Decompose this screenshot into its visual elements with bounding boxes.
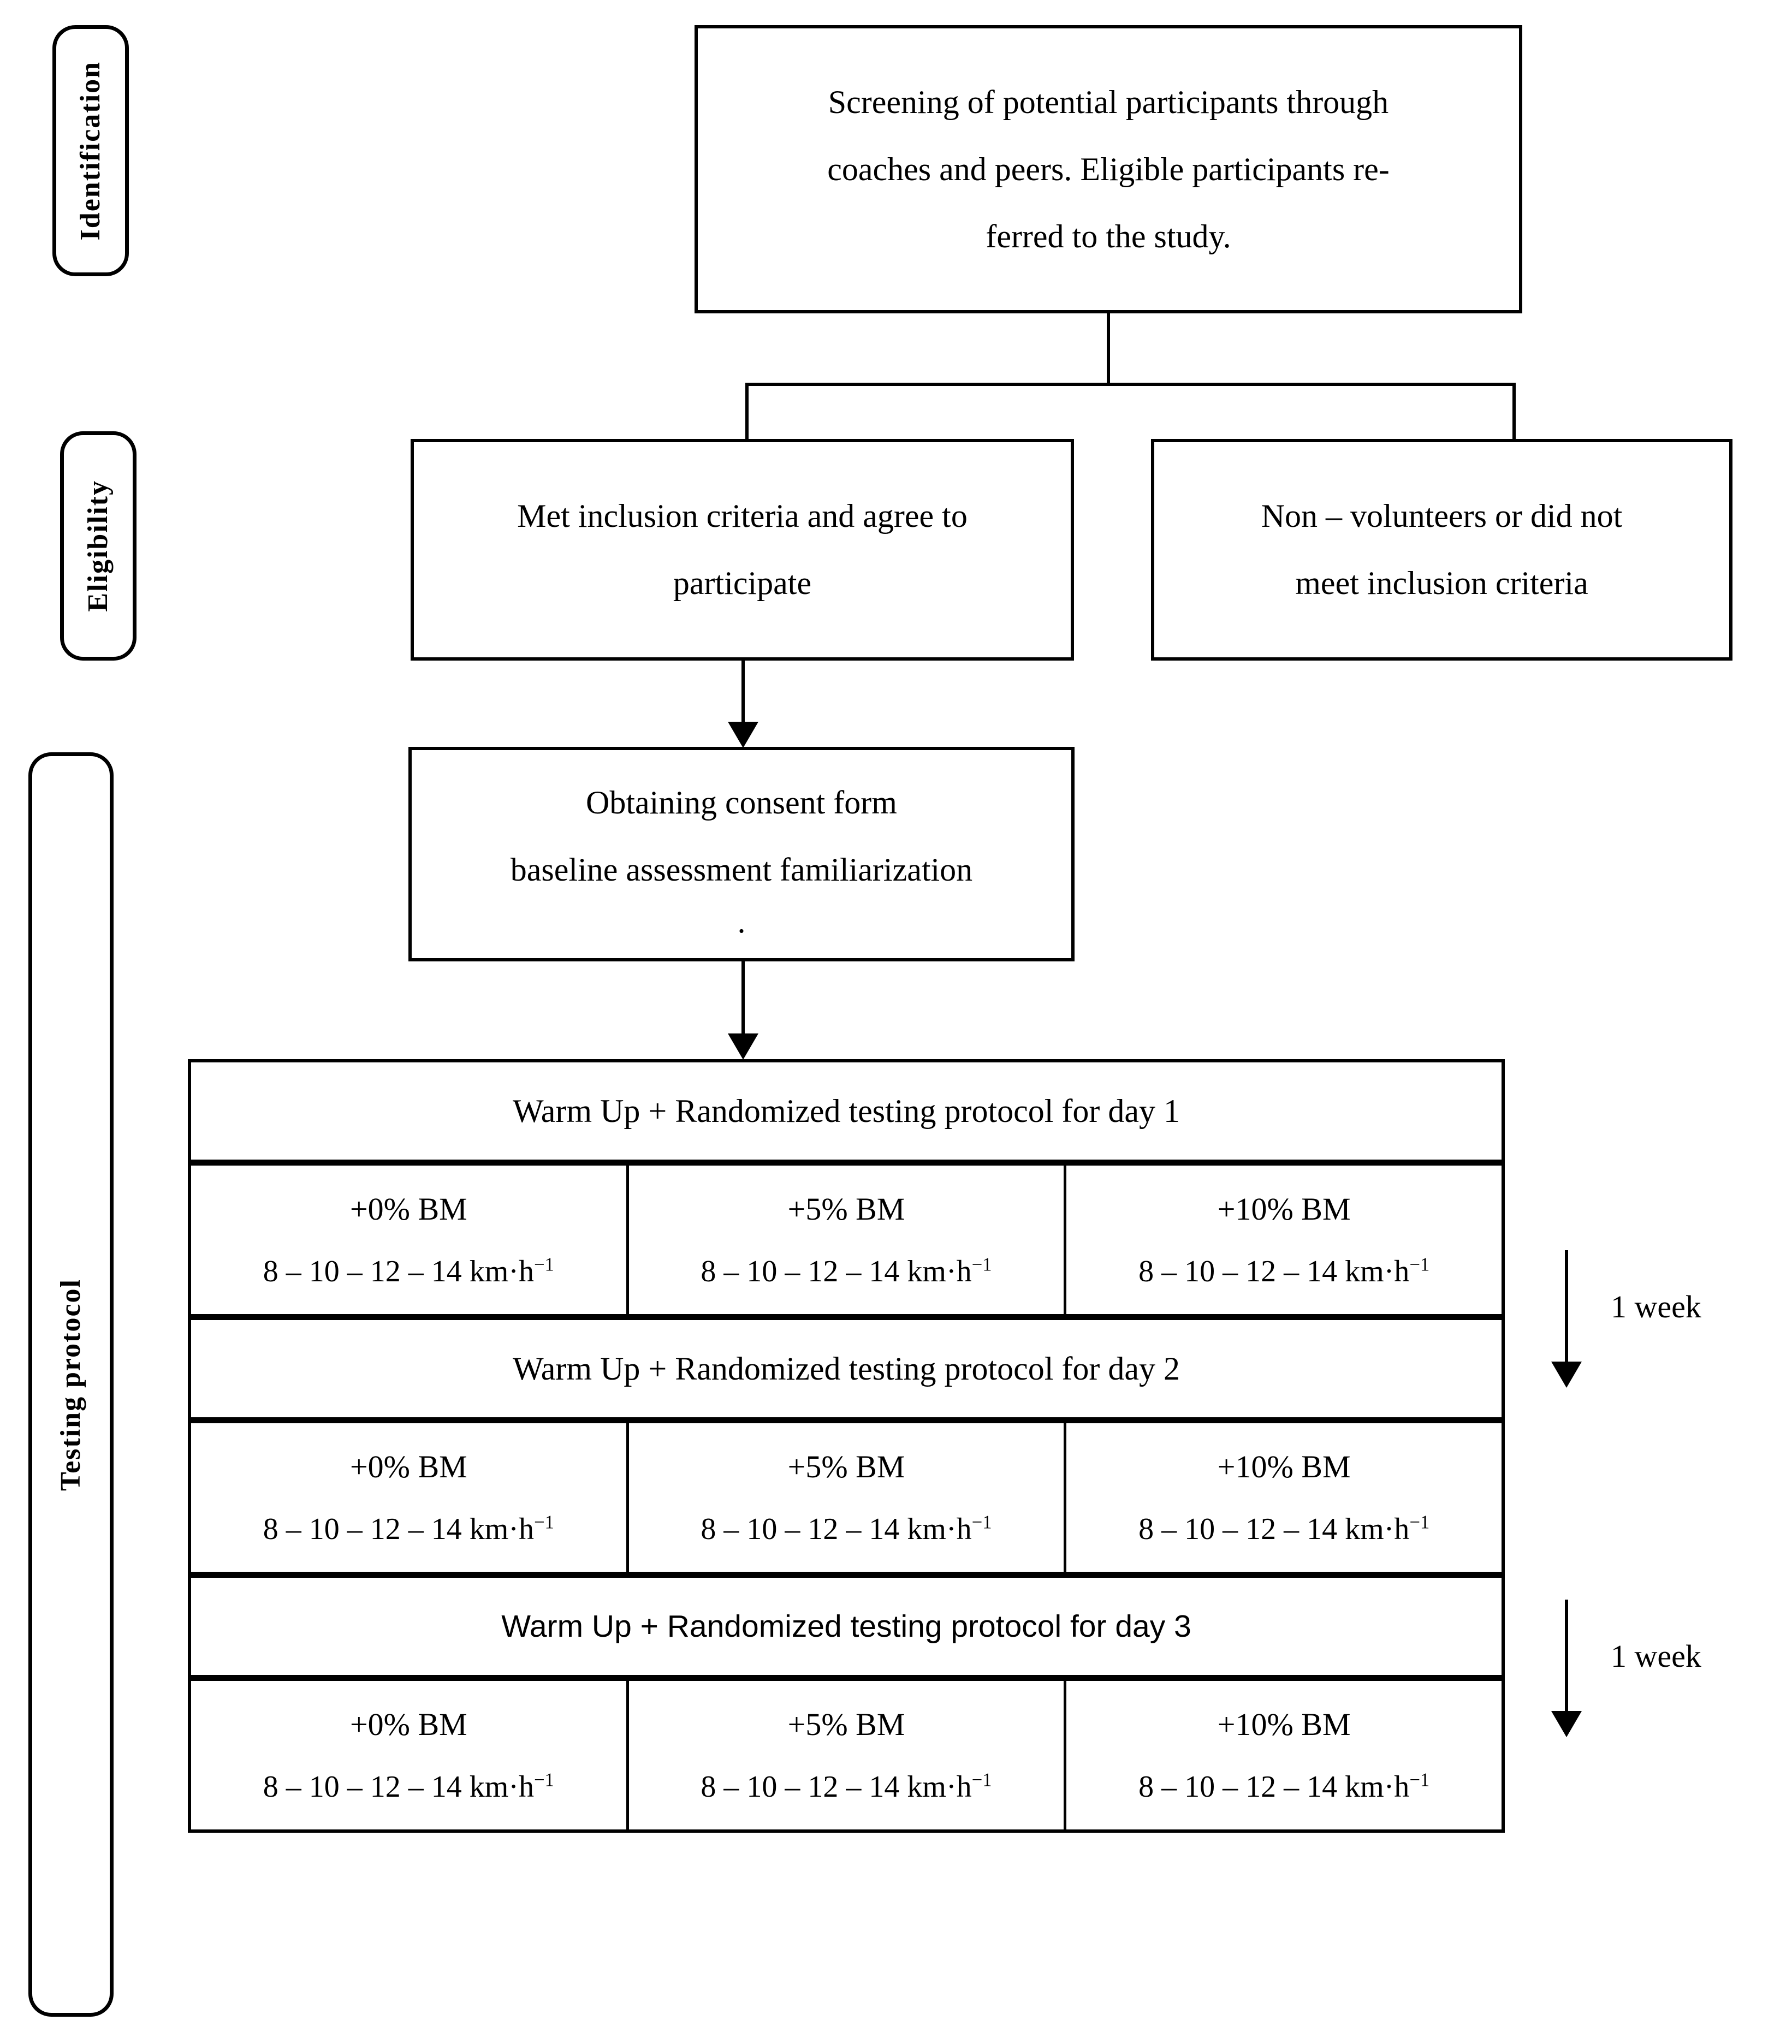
speed-label: 8 – 10 – 12 – 14 km·h−1 — [701, 1511, 992, 1546]
consent-box: Obtaining consent form baseline assessme… — [408, 747, 1075, 961]
week-arrow-shaft-2 — [1565, 1600, 1568, 1714]
consent-line-3: . — [737, 903, 746, 940]
stage-label-eligibility-text: Eligibility — [82, 480, 114, 612]
stage-label-identification-text: Identification — [75, 61, 106, 241]
week-label-1: 1 week — [1611, 1289, 1701, 1324]
speed-label: 8 – 10 – 12 – 14 km·h−1 — [701, 1253, 992, 1288]
condition-cell-day1-5bm: +5% BM 8 – 10 – 12 – 14 km·h−1 — [629, 1166, 1067, 1314]
connector-split-left-down — [745, 383, 749, 473]
excluded-box: Non – volunteers or did not meet inclusi… — [1151, 439, 1732, 661]
condition-cell-day2-5bm: +5% BM 8 – 10 – 12 – 14 km·h−1 — [629, 1423, 1067, 1572]
screening-box: Screening of potential participants thro… — [695, 25, 1522, 313]
stage-label-identification: Identification — [52, 25, 129, 276]
speed-label: 8 – 10 – 12 – 14 km·h−1 — [263, 1511, 554, 1546]
condition-row-day-3: +0% BM 8 – 10 – 12 – 14 km·h−1 +5% BM 8 … — [191, 1681, 1502, 1829]
speed-label: 8 – 10 – 12 – 14 km·h−1 — [701, 1769, 992, 1804]
load-label: +10% BM — [1217, 1449, 1351, 1484]
load-label: +0% BM — [349, 1707, 467, 1742]
condition-row-day-1: +0% BM 8 – 10 – 12 – 14 km·h−1 +5% BM 8 … — [191, 1166, 1502, 1320]
connector-split-right-down — [1512, 383, 1516, 473]
connector-screening-down — [1107, 313, 1110, 386]
load-label: +5% BM — [787, 1449, 905, 1484]
screening-line-1: Screening of potential participants thro… — [828, 84, 1389, 120]
day-header-3: Warm Up + Randomized testing protocol fo… — [191, 1578, 1502, 1681]
week-arrow-head-2 — [1551, 1711, 1582, 1737]
load-label: +0% BM — [349, 1449, 467, 1484]
condition-cell-day3-10bm: +10% BM 8 – 10 – 12 – 14 km·h−1 — [1066, 1681, 1502, 1829]
week-arrow-shaft-1 — [1565, 1250, 1568, 1365]
condition-cell-day3-0bm: +0% BM 8 – 10 – 12 – 14 km·h−1 — [191, 1681, 629, 1829]
arrowhead-to-protocol — [728, 1033, 758, 1060]
load-label: +10% BM — [1217, 1191, 1351, 1227]
screening-line-2: coaches and peers. Eligible participants… — [827, 151, 1390, 187]
condition-row-day-2: +0% BM 8 – 10 – 12 – 14 km·h−1 +5% BM 8 … — [191, 1423, 1502, 1578]
load-label: +0% BM — [349, 1191, 467, 1227]
week-label-2: 1 week — [1611, 1638, 1701, 1674]
stage-label-testing-protocol-text: Testing protocol — [55, 1278, 86, 1491]
arrowhead-to-consent — [728, 722, 758, 748]
stage-label-eligibility: Eligibility — [60, 431, 137, 661]
condition-cell-day3-5bm: +5% BM 8 – 10 – 12 – 14 km·h−1 — [629, 1681, 1067, 1829]
load-label: +5% BM — [787, 1707, 905, 1742]
speed-label: 8 – 10 – 12 – 14 km·h−1 — [263, 1769, 554, 1804]
day-header-2: Warm Up + Randomized testing protocol fo… — [191, 1320, 1502, 1423]
load-label: +10% BM — [1217, 1707, 1351, 1742]
day-header-1: Warm Up + Randomized testing protocol fo… — [191, 1062, 1502, 1166]
speed-label: 8 – 10 – 12 – 14 km·h−1 — [1138, 1511, 1430, 1546]
included-line-1: Met inclusion criteria and agree to — [517, 498, 968, 534]
excluded-line-1: Non – volunteers or did not — [1261, 498, 1623, 534]
excluded-line-2: meet inclusion criteria — [1295, 565, 1588, 601]
condition-cell-day2-10bm: +10% BM 8 – 10 – 12 – 14 km·h−1 — [1066, 1423, 1502, 1572]
stage-label-testing-protocol: Testing protocol — [28, 752, 114, 2017]
included-box: Met inclusion criteria and agree to part… — [411, 439, 1074, 661]
included-line-2: participate — [673, 565, 812, 601]
speed-label: 8 – 10 – 12 – 14 km·h−1 — [263, 1253, 554, 1288]
condition-cell-day1-0bm: +0% BM 8 – 10 – 12 – 14 km·h−1 — [191, 1166, 629, 1314]
testing-protocol-table: Warm Up + Randomized testing protocol fo… — [188, 1059, 1505, 1833]
load-label: +5% BM — [787, 1191, 905, 1227]
connector-consent-to-protocol — [741, 961, 745, 1035]
screening-line-3: ferred to the study. — [986, 218, 1231, 254]
condition-cell-day1-10bm: +10% BM 8 – 10 – 12 – 14 km·h−1 — [1066, 1166, 1502, 1314]
connector-included-to-consent — [741, 661, 745, 725]
consent-line-1: Obtaining consent form — [586, 784, 897, 821]
condition-cell-day2-0bm: +0% BM 8 – 10 – 12 – 14 km·h−1 — [191, 1423, 629, 1572]
week-arrow-head-1 — [1551, 1362, 1582, 1388]
speed-label: 8 – 10 – 12 – 14 km·h−1 — [1138, 1253, 1430, 1288]
speed-label: 8 – 10 – 12 – 14 km·h−1 — [1138, 1769, 1430, 1804]
connector-split-bar — [745, 383, 1516, 386]
consent-line-2: baseline assessment familiarization — [510, 851, 973, 888]
